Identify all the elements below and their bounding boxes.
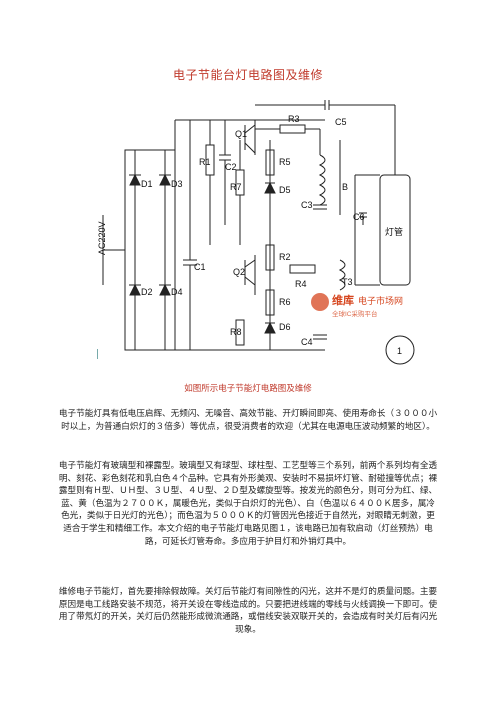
label-c3: C3 bbox=[301, 200, 313, 210]
margin-mark bbox=[97, 349, 98, 359]
label-r8: R8 bbox=[230, 327, 242, 337]
page-title: 电子节能台灯电路图及维修 bbox=[172, 68, 323, 82]
label-r3: R3 bbox=[288, 114, 300, 124]
label-r5: R5 bbox=[279, 157, 291, 167]
label-d5: D5 bbox=[279, 185, 291, 195]
circuit-diagram: AC220V D1 D3 D2 D4 C1 R1 C2 Q1 R7 R3 C5 … bbox=[97, 100, 415, 365]
label-r4: R4 bbox=[295, 279, 307, 289]
label-d4: D4 bbox=[171, 287, 183, 297]
label-q1: Q1 bbox=[235, 129, 247, 139]
label-r7: R7 bbox=[230, 182, 242, 192]
label-c6: C6 bbox=[353, 212, 365, 222]
label-c1: C1 bbox=[194, 262, 206, 272]
watermark-site: 电子市场网 bbox=[358, 295, 403, 306]
paragraph-types: 电子节能灯有玻璃型和裸露型。玻璃型又有球型、球柱型、工艺型等三个系列，前两个系列… bbox=[58, 461, 438, 547]
label-c5: C5 bbox=[335, 117, 347, 127]
label-r1: R1 bbox=[199, 157, 211, 167]
label-lamp: 灯管 bbox=[385, 226, 403, 237]
paragraph-repair: 维修电子节能灯，首先要排除假故障。关灯后节能灯有间隙性的闪光，这并不是灯的质量问… bbox=[58, 587, 438, 635]
label-d3: D3 bbox=[171, 179, 183, 189]
figure-caption: 如图所示电子节能灯电路图及维修 bbox=[184, 384, 312, 394]
watermark-brand: 维库 bbox=[332, 293, 354, 307]
label-ac: AC220V bbox=[97, 221, 107, 255]
label-b: B bbox=[342, 182, 348, 192]
watermark-logo: 维库 电子市场网 全球IC采购平台 bbox=[308, 288, 418, 322]
label-fig: 1 bbox=[397, 346, 402, 356]
label-c2: C2 bbox=[225, 162, 237, 172]
label-t3: T3 bbox=[342, 277, 353, 287]
label-d1: D1 bbox=[141, 179, 153, 189]
label-q2: Q2 bbox=[233, 267, 245, 277]
label-d6: D6 bbox=[279, 322, 291, 332]
label-r6: R6 bbox=[279, 297, 291, 307]
label-r2: R2 bbox=[279, 252, 291, 262]
label-d2: D2 bbox=[141, 287, 153, 297]
watermark-sub: 全球IC采购平台 bbox=[332, 309, 378, 318]
paragraph-intro: 电子节能灯具有低电压启辉、无频闪、无噪音、高效节能、开灯瞬间即亮、使用寿命长（３… bbox=[58, 409, 438, 432]
label-c4: C4 bbox=[301, 337, 313, 347]
